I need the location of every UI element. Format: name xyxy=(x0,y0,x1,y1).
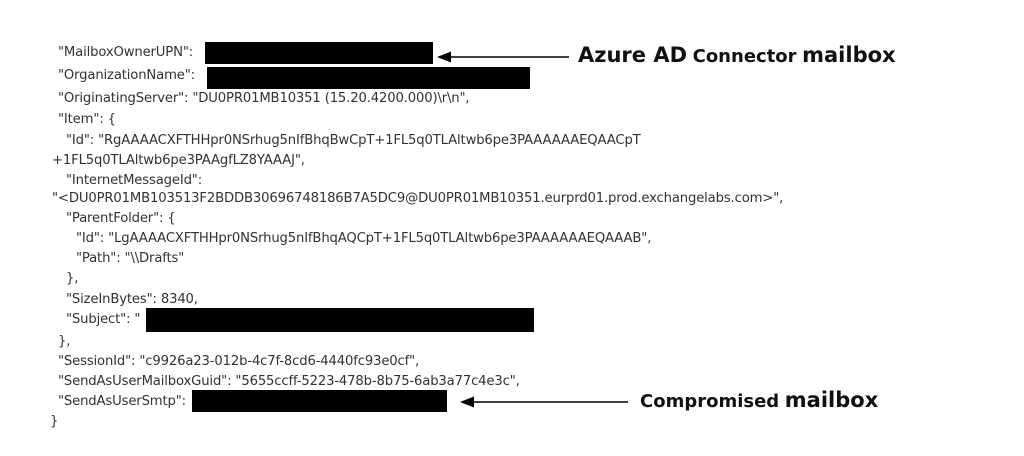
callout-connector-mailbox: Azure AD Connector mailbox xyxy=(578,43,896,67)
json-line-closing-brace: } xyxy=(50,414,59,429)
json-line-parent-folder-path: "Path": "\\Drafts" xyxy=(76,251,185,266)
json-line-parent-folder-id: "Id": "LgAAAACXFTHHpr0NSrhug5nIfBhqAQCpT… xyxy=(76,231,652,246)
json-line-item-id: "Id": "RgAAAACXFTHHpr0NSrhug5nIfBhqBwCpT… xyxy=(66,133,641,148)
json-line-subject: "Subject": " xyxy=(66,312,141,327)
arrow-to-send-as-user-smtp xyxy=(460,396,628,408)
redaction-subject xyxy=(146,308,534,332)
json-line-parent-folder-close: }, xyxy=(66,271,79,286)
json-line-internet-message-id-key: "InternetMessageId": xyxy=(66,173,202,188)
json-line-organization-name: "OrganizationName": xyxy=(58,68,195,83)
callout-compromised-part-2: mailbox xyxy=(784,388,879,412)
json-line-send-as-user-mailbox-guid: "SendAsUserMailboxGuid": "5655ccff-5223-… xyxy=(58,374,520,389)
callout-compromised-part-1: Compromised xyxy=(640,391,780,412)
json-line-send-as-user-smtp: "SendAsUserSmtp": xyxy=(58,394,186,409)
json-line-parent-folder-open: "ParentFolder": { xyxy=(66,211,176,226)
json-line-internet-message-id-value: "<DU0PR01MB103513F2BDDB30696748186B7A5DC… xyxy=(52,191,784,206)
callout-compromised-mailbox: Compromised mailbox xyxy=(640,388,878,412)
json-line-item-close: }, xyxy=(58,334,71,349)
callout-connector-part-1: Azure AD xyxy=(578,43,688,67)
json-line-item-open: "Item": { xyxy=(58,112,116,127)
json-line-originating-server: "OriginatingServer": "DU0PR01MB10351 (15… xyxy=(58,91,470,106)
json-line-size-in-bytes: "SizeInBytes": 8340, xyxy=(66,292,198,307)
arrow-to-mailbox-owner-upn xyxy=(437,51,569,63)
callout-connector-part-3: mailbox xyxy=(802,43,896,67)
redaction-mailbox-owner-upn xyxy=(205,42,433,64)
json-line-session-id: "SessionId": "c9926a23-012b-4c7f-8cd6-44… xyxy=(58,354,420,369)
redaction-send-as-user-smtp xyxy=(192,390,447,412)
callout-connector-part-2: Connector xyxy=(692,46,797,67)
redaction-organization-name xyxy=(207,67,530,89)
json-line-mailbox-owner-upn: "MailboxOwnerUPN": xyxy=(58,45,194,60)
json-line-item-id-continued: +1FL5q0TLAltwb6pe3PAAgfLZ8YAAAJ", xyxy=(52,153,305,168)
